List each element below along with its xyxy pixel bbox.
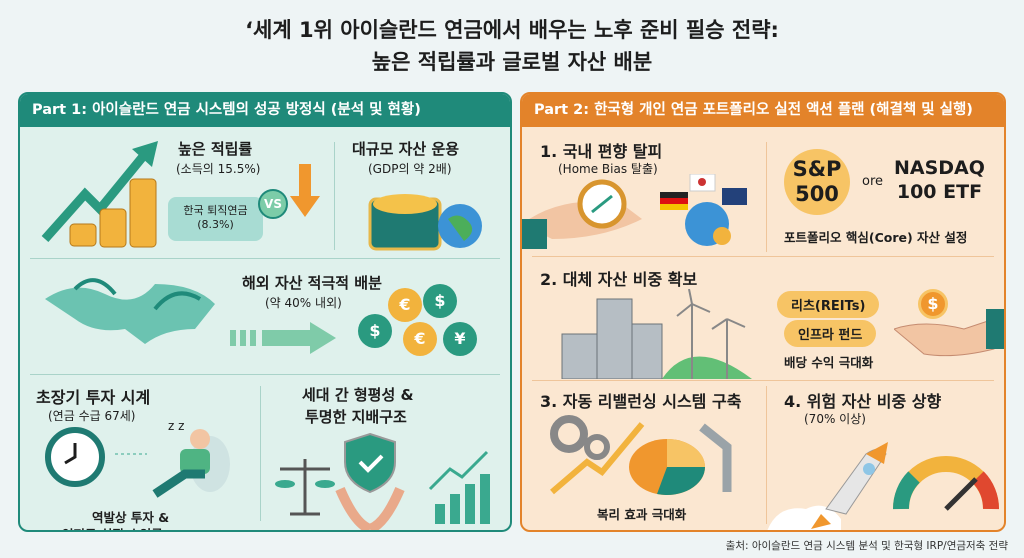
overseas-sub: (약 40% 내외) [265,296,342,310]
core-caption: 포트폴리오 핵심(Core) 자산 설정 [784,230,968,245]
part1-panel: Part 1: 아이슬란드 연금 시스템의 성공 방정식 (분석 및 현황) 높… [18,92,512,532]
governance-title1: 세대 간 형평성 & [302,386,414,404]
open-hand-icon [894,309,1004,357]
vs-badge: VS [258,189,288,219]
world-map-icon [45,278,215,344]
growth-arrow-coins-icon [41,141,158,248]
page-title: ‘세계 1위 아이슬란드 연금에서 배우는 노후 준비 필승 전략: 높은 적립… [245,18,779,74]
relaxing-retiree-icon [115,429,230,498]
high-rate-title: 높은 적립률 [178,140,253,158]
s1-sub: (Home Bias 탈출) [558,162,658,176]
part2-header: Part 2: 한국형 개인 연금 포트폴리오 실전 액션 플랜 (해결책 및 … [522,94,1004,127]
s1-title: 1. 국내 편향 탈피 [540,142,663,161]
infra-fund-pill: 인프라 펀드 [784,320,877,347]
long-term-note2: 연평균 실질 수익률 4~6% [62,524,207,530]
high-rate-sub: (소득의 15.5%) [176,162,261,176]
s2-title: 2. 대체 자산 비중 확보 [540,270,698,289]
shield-hands-scale-chart-icon [275,432,490,530]
korea-box: 한국 퇴직연금(8.3%) [168,197,263,241]
part2-panel: Part 2: 한국형 개인 연금 포트폴리오 실전 액션 플랜 (해결책 및 … [520,92,1006,532]
part1-header: Part 1: 아이슬란드 연금 시스템의 성공 방정식 (분석 및 현황) [20,94,510,127]
zzz: z z [168,419,185,433]
right-arrow-icon [230,322,336,354]
reits-pill: 리츠(REITs) [777,291,880,318]
long-term-note1: 역발상 투자 & [92,510,170,525]
large-assets-title: 대규모 자산 운용 [352,140,460,158]
long-term-title: 초장기 투자 시계 [36,388,151,407]
treasure-chest-globe-icon [368,194,482,251]
s3-caption: 복리 효과 극대화 [597,507,687,522]
overseas-title: 해외 자산 적극적 배분 [242,274,382,292]
or-text: ore [862,174,884,189]
source-footer: 출처: 아이슬란드 연금 시스템 분석 및 한국형 IRP/연금저축 전략 [725,540,1008,552]
s2-caption: 배당 수익 극대화 [784,355,874,370]
s4-sub: (70% 이상) [804,412,866,426]
down-arrow-icon [290,164,320,217]
rocket-gauge-icon [767,442,1000,530]
dollar-coin-icon: $ [918,289,948,319]
buildings-windmills-icon [561,289,752,379]
s3-title: 3. 자동 리밸런싱 시스템 구축 [540,392,742,411]
governance-title2: 투명한 지배구조 [305,408,407,426]
clock-icon [45,427,105,487]
large-assets-sub: (GDP의 약 2배) [368,162,452,176]
compass-hand-globe-flags-icon [522,174,747,249]
gears-pie-robot-arm-icon [550,415,732,495]
long-term-sub: (연금 수급 67세) [48,409,136,423]
s4-title: 4. 위험 자산 비중 상향 [784,392,942,411]
